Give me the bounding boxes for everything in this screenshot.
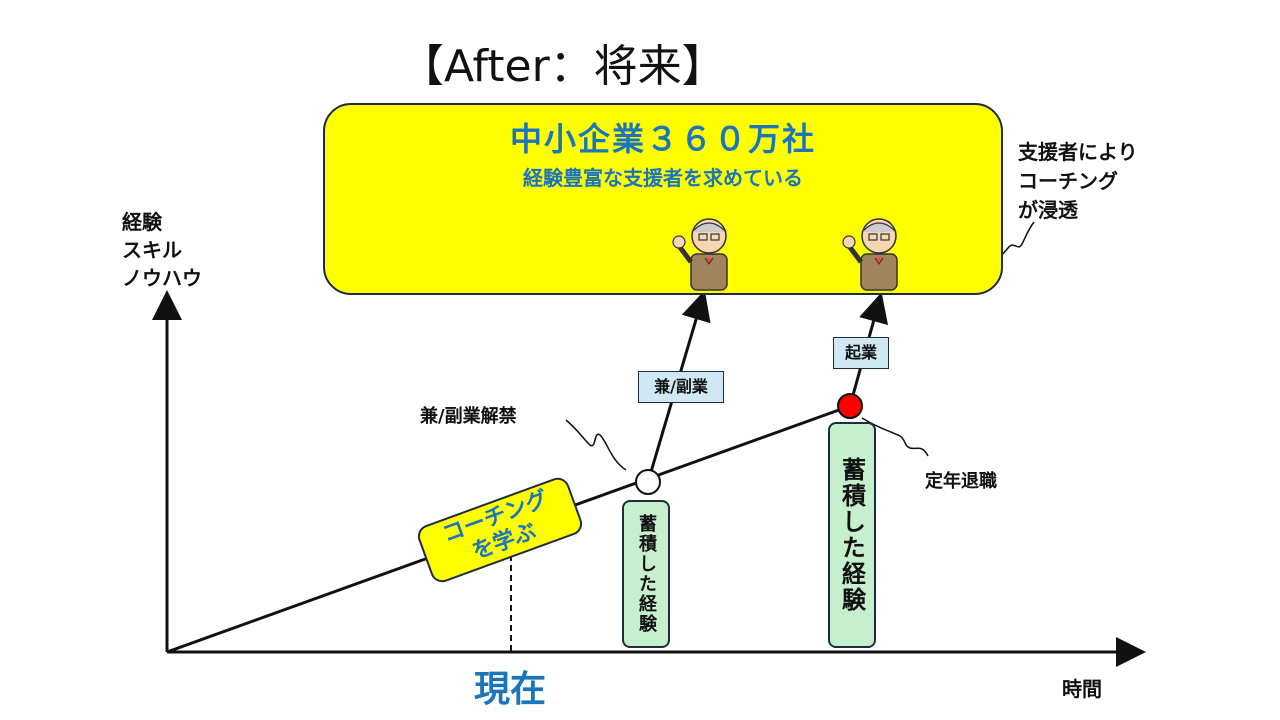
accumulated-experience-box: 蓄積した経験	[622, 500, 670, 648]
sme-demand-title: 中小企業３６０万社	[509, 120, 816, 158]
page-title: 【After：将来】	[400, 41, 726, 92]
side-job-lift-label: 兼/副業解禁	[420, 406, 517, 427]
x-axis-label: 時間	[1062, 677, 1102, 701]
side-job-tag: 兼/副業	[638, 371, 724, 403]
startup-tag: 起業	[833, 337, 889, 369]
side-job-callout-line	[565, 419, 627, 471]
retirement-callout-line	[861, 417, 929, 457]
retirement-node	[837, 393, 863, 419]
supporter-person-icon	[672, 218, 728, 291]
sme-demand-subtitle: 経験豊富な支援者を求めている	[523, 166, 803, 190]
accumulated-experience-box: 蓄積した経験	[828, 422, 876, 648]
side-job-node	[635, 469, 661, 495]
now-label: 現在	[473, 669, 546, 710]
y-axis-label: 経験 スキル ノウハウ	[122, 210, 202, 290]
retirement-label: 定年退職	[925, 471, 997, 492]
supporter-person-icon	[842, 218, 898, 291]
coaching-spread-note: 支援者により コーチング が浸透	[1018, 140, 1138, 222]
